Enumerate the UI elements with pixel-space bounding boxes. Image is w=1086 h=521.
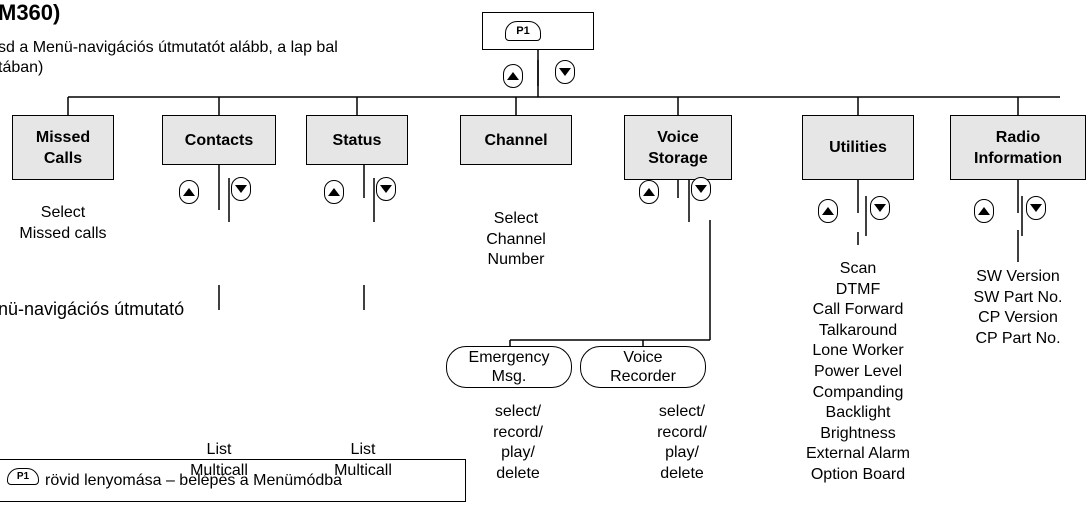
menu-label: Missed Calls <box>35 128 91 167</box>
menu-label: Radio Information <box>974 128 1062 167</box>
menu-channel[interactable]: Channel <box>460 115 572 165</box>
voice-recorder-description: select/ record/ play/ delete <box>657 403 707 482</box>
radio-information-description: SW Version SW Part No. CP Version CP Par… <box>973 268 1063 347</box>
channel-description: Select Channel Number <box>486 210 546 269</box>
menu-status[interactable]: Status <box>306 115 408 165</box>
utilities-description: Scan DTMF Call Forward Talkaround Lone W… <box>805 260 911 483</box>
menu-contacts[interactable]: Contacts <box>162 115 276 165</box>
status-description: List Multicall <box>334 441 392 479</box>
down-arrow-icon[interactable] <box>691 177 711 201</box>
menu-label: Voice Storage <box>648 128 708 167</box>
menu-missed-calls[interactable]: Missed Calls <box>12 115 114 180</box>
menu-label: Contacts <box>184 131 254 149</box>
contacts-description: List Multicall <box>190 441 248 479</box>
down-arrow-icon[interactable] <box>555 60 575 84</box>
p1-button-label: P1 <box>516 24 530 37</box>
up-arrow-icon[interactable] <box>503 64 523 88</box>
legend-box: P1 rövid lenyomása – belépés a Menümódba <box>0 459 466 502</box>
down-arrow-icon[interactable] <box>376 177 396 201</box>
p1-button-icon: P1 <box>7 468 39 485</box>
root-p1-box: P1 <box>482 12 594 50</box>
intro-text: sd a Menü-navigációs útmutatót alább, a … <box>0 39 338 76</box>
voice-recorder-oval[interactable]: Voice Recorder <box>580 346 706 388</box>
page-title: M360) <box>0 0 61 25</box>
oval-label: Voice Recorder <box>610 349 676 385</box>
emergency-msg-oval[interactable]: Emergency Msg. <box>446 346 572 388</box>
menu-voice-storage[interactable]: Voice Storage <box>624 115 732 180</box>
menu-utilities[interactable]: Utilities <box>802 115 914 180</box>
legend-button-label: P1 <box>16 471 30 482</box>
menu-label: Utilities <box>829 139 887 156</box>
legend-title: nü-navigációs útmutató <box>0 299 185 319</box>
menu-label: Status <box>332 131 382 149</box>
menu-label: Channel <box>484 131 548 149</box>
p1-button-icon[interactable]: P1 <box>505 21 541 41</box>
oval-label: Emergency Msg. <box>468 349 550 385</box>
menu-radio-information[interactable]: Radio Information <box>950 115 1086 180</box>
up-arrow-icon[interactable] <box>324 180 344 204</box>
missed-calls-description: Select Missed calls <box>19 204 107 242</box>
legend-text: rövid lenyomása – belépés a Menümódba <box>45 471 343 489</box>
up-arrow-icon[interactable] <box>179 180 199 204</box>
up-arrow-icon[interactable] <box>639 180 659 204</box>
down-arrow-icon[interactable] <box>870 196 890 220</box>
down-arrow-icon[interactable] <box>1026 196 1046 220</box>
emergency-msg-description: select/ record/ play/ delete <box>493 403 543 482</box>
up-arrow-icon[interactable] <box>974 199 994 223</box>
up-arrow-icon[interactable] <box>818 199 838 223</box>
down-arrow-icon[interactable] <box>231 177 251 201</box>
